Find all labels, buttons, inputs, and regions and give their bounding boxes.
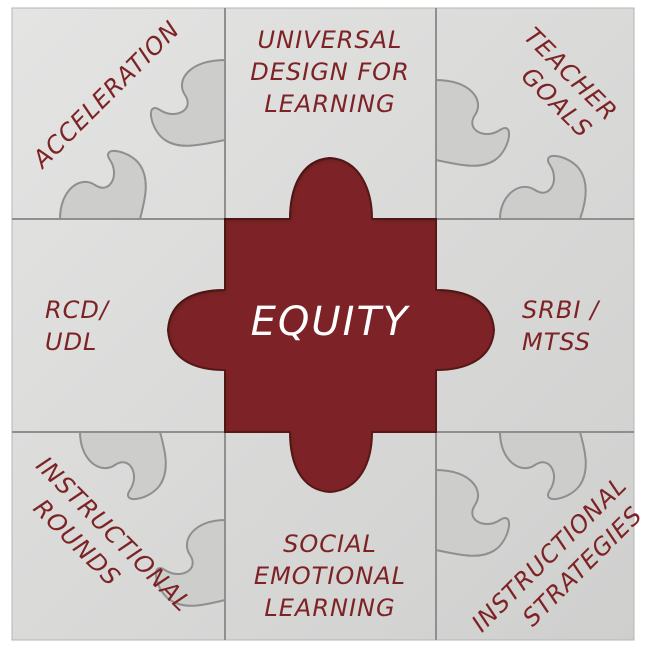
- center-label: EQUITY: [251, 299, 411, 345]
- piece-middle-left-line-2: UDL: [45, 328, 97, 356]
- piece-middle-left: RCD/ UDL: [45, 296, 111, 356]
- piece-top-center: UNIVERSAL DESIGN FOR LEARNING: [250, 26, 410, 118]
- piece-bottom-center-line-3: LEARNING: [264, 594, 395, 622]
- piece-top-center-line-3: LEARNING: [264, 90, 395, 118]
- center-piece: [166, 156, 496, 494]
- piece-bottom-center-line-2: EMOTIONAL: [254, 562, 406, 590]
- piece-middle-right-line-2: MTSS: [522, 328, 591, 356]
- piece-bottom-center-line-1: SOCIAL: [283, 530, 377, 558]
- piece-middle-right: SRBI / MTSS: [522, 296, 601, 356]
- piece-middle-right-line-1: SRBI /: [522, 296, 601, 324]
- piece-bottom-center: SOCIAL EMOTIONAL LEARNING: [254, 530, 406, 622]
- piece-top-center-line-1: UNIVERSAL: [258, 26, 403, 54]
- piece-middle-left-line-1: RCD/: [45, 296, 111, 324]
- piece-knobs: [58, 58, 587, 607]
- piece-top-center-line-2: DESIGN FOR: [250, 58, 410, 86]
